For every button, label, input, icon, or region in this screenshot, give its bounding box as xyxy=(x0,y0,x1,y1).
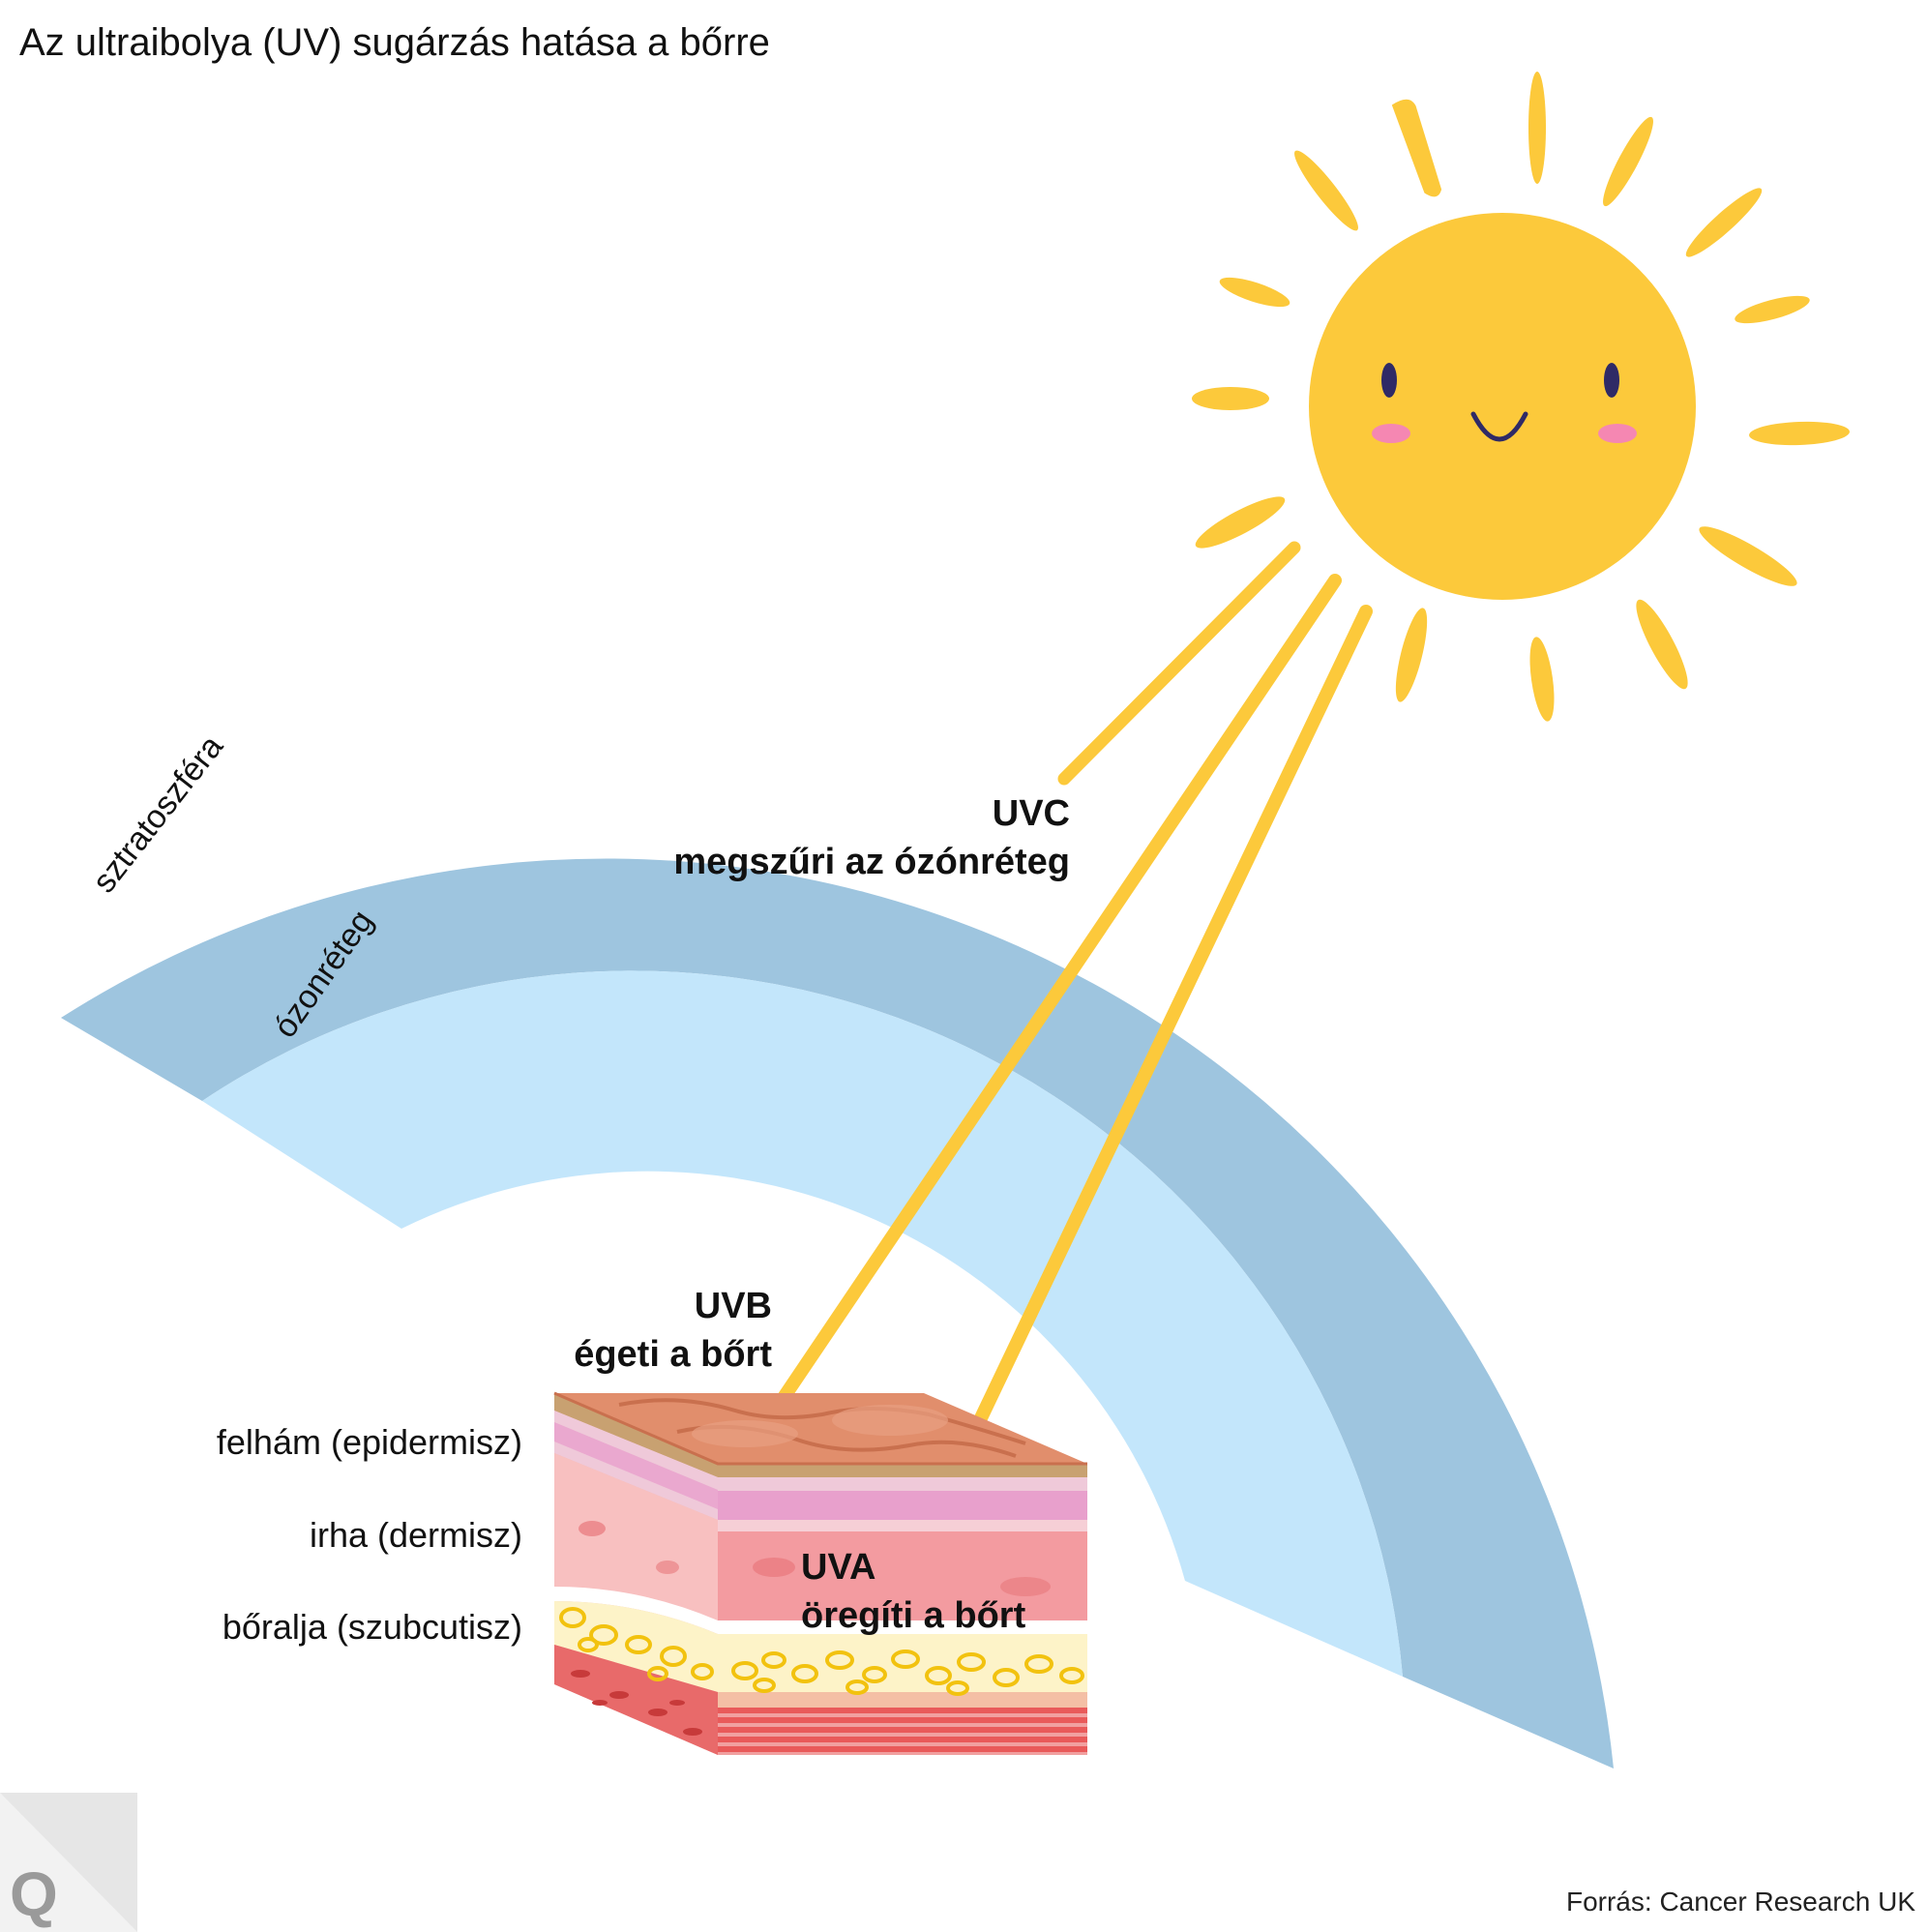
atmosphere xyxy=(61,858,1614,1769)
uvc-label: UVC megszűri az ózónréteg xyxy=(673,793,1070,882)
dermis-label: irha (dermisz) xyxy=(310,1515,522,1555)
uvc-effect: megszűri az ózónréteg xyxy=(673,842,1070,882)
skin-cross-section xyxy=(553,1391,1087,1755)
page-title: Az ultraibolya (UV) sugárzás hatása a bő… xyxy=(19,21,770,64)
uvc-name: UVC xyxy=(993,793,1070,834)
uva-label: UVA öregíti a bőrt xyxy=(801,1547,1026,1636)
logo-letter: Q xyxy=(10,1859,58,1929)
uva-effect: öregíti a bőrt xyxy=(801,1595,1026,1636)
source-credit: Forrás: Cancer Research UK xyxy=(1566,1887,1915,1917)
subcutis-label: bőralja (szubcutisz) xyxy=(222,1607,522,1647)
skin-top-surface xyxy=(554,1393,1087,1464)
stratosphere-label: sztratoszféra xyxy=(85,728,230,900)
uvb-ray xyxy=(772,574,1342,1412)
uvb-effect: égeti a bőrt xyxy=(574,1334,772,1375)
uva-name: UVA xyxy=(801,1547,875,1588)
epidermis-label: felhám (epidermisz) xyxy=(217,1422,522,1462)
uvc-ray xyxy=(1057,541,1301,786)
q-logo-icon: Q xyxy=(0,1793,137,1932)
uvb-label: UVB égeti a bőrt xyxy=(574,1286,772,1375)
stratosphere-band xyxy=(61,858,1614,1769)
ozone-band xyxy=(202,970,1403,1677)
skin-front-face xyxy=(718,1464,1087,1755)
uvb-name: UVB xyxy=(695,1286,772,1326)
smiling-sun-icon xyxy=(1192,72,1850,722)
uv-rays xyxy=(772,541,1373,1579)
skin-side-face xyxy=(554,1393,718,1755)
uva-ray xyxy=(901,605,1373,1579)
